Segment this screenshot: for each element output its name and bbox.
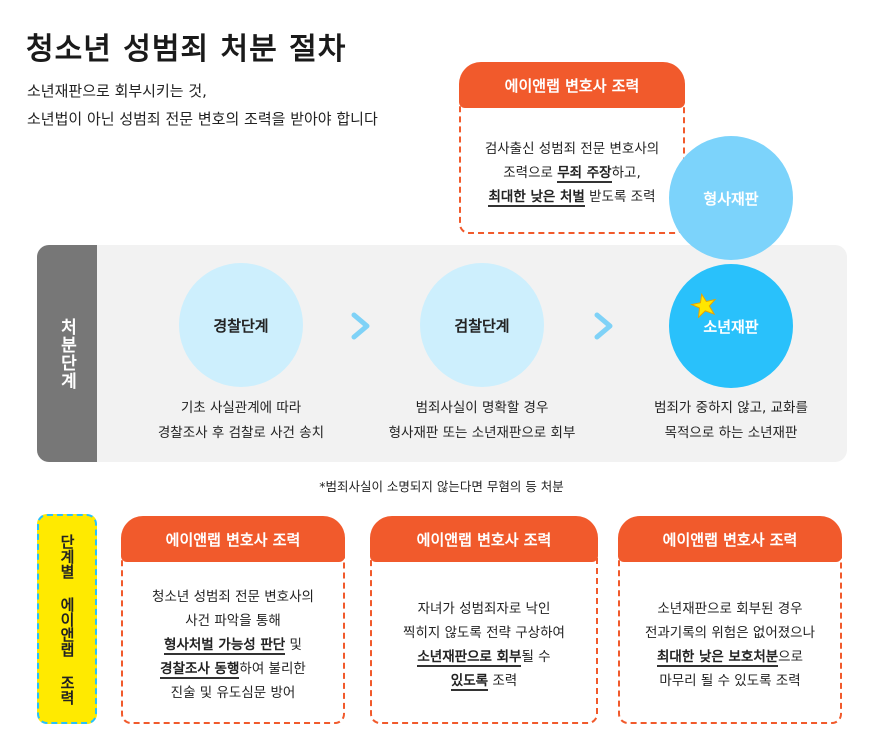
stage-juvenile-desc: 범죄가 중하지 않고, 교화를 목적으로 하는 소년재판 [611, 396, 851, 446]
stage-prosecution-desc-line: 형사재판 또는 소년재판으로 회부 [388, 425, 576, 441]
card-text: 으로 [778, 649, 804, 665]
card-emphasis: 무죄 주장 [557, 165, 612, 183]
criminal-trial-circle: 형사재판 [669, 136, 793, 260]
card-line: 있도록 조력 [450, 669, 518, 693]
card-text: 청소년 성범죄 전문 변호사의 [152, 589, 314, 605]
card-line: 소년재판으로 회부된 경우 [657, 597, 802, 621]
stage-police-name: 경찰단계 [213, 316, 269, 335]
card-line: 사건 파악을 통해 [185, 609, 281, 633]
process-label-text: 처분단계 [56, 317, 77, 390]
card-text: 조력 [488, 673, 518, 689]
card-text: 소년재판으로 회부된 경우 [657, 601, 803, 617]
card-line: 경찰조사 동행하여 불리한 [160, 657, 306, 681]
stage-prosecution-desc-line: 범죄사실이 명확할 경우 [415, 400, 549, 416]
card-line: 조력으로 무죄 주장하고, [503, 161, 641, 185]
top-help-card-heading: 에이앤랩 변호사 조력 [459, 62, 685, 108]
card-line: 자녀가 성범죄자로 낙인 [418, 597, 551, 621]
card-emphasis: 경찰조사 동행 [160, 661, 240, 679]
card-text: 될 수 [521, 649, 551, 665]
criminal-trial-name: 형사재판 [703, 189, 759, 208]
card-text: 자녀가 성범죄자로 낙인 [417, 601, 551, 617]
stage-juvenile-desc-line: 범죄가 중하지 않고, 교화를 [654, 400, 808, 416]
card-line: 최대한 낮은 보호처분으로 [656, 645, 804, 669]
stage-police-desc: 기초 사실관계에 따라 경찰조사 후 검찰로 사건 송치 [121, 396, 361, 446]
card-text: 및 [285, 637, 302, 653]
stage-prosecution-circle: 검찰단계 [420, 263, 544, 387]
card-text: 조력으로 [503, 165, 558, 181]
card-emphasis: 최대한 낮은 보호처분 [656, 649, 779, 667]
stage-help-label: 단계별 에이앤랩 조력 [37, 514, 97, 724]
footnote: *범죄사실이 소명되지 않는다면 무혐의 등 처분 [319, 479, 564, 494]
stage-police-circle: 경찰단계 [179, 263, 303, 387]
card-text: 마무리 될 수 있도록 조력 [659, 673, 801, 689]
chevron-right-icon [351, 312, 370, 340]
card-text: 하고, [611, 165, 641, 181]
subtitle-line-1: 소년재판으로 회부시키는 것, [27, 82, 207, 100]
card-emphasis: 최대한 낮은 처벌 [488, 189, 585, 207]
help-card-heading: 에이앤랩 변호사 조력 [618, 516, 842, 562]
card-text: 찍히지 않도록 전략 구상하여 [403, 625, 565, 641]
stage-juvenile-name: 소년재판 [703, 317, 759, 336]
card-line: 소년재판으로 회부될 수 [417, 645, 551, 669]
card-text: 하여 불리한 [239, 661, 306, 677]
stage-police-desc-line: 경찰조사 후 검찰로 사건 송치 [157, 425, 325, 441]
help-card-heading: 에이앤랩 변호사 조력 [121, 516, 345, 562]
card-emphasis: 형사처벌 가능성 판단 [164, 637, 286, 655]
card-emphasis: 소년재판으로 회부 [417, 649, 522, 667]
help-card-heading: 에이앤랩 변호사 조력 [370, 516, 598, 562]
stage-prosecution-desc: 범죄사실이 명확할 경우 형사재판 또는 소년재판으로 회부 [362, 396, 602, 446]
card-line: 청소년 성범죄 전문 변호사의 [152, 585, 314, 609]
card-line: 진술 및 유도심문 방어 [171, 681, 296, 705]
stage-juvenile-desc-line: 목적으로 하는 소년재판 [664, 425, 798, 441]
card-line: 최대한 낮은 처벌 받도록 조력 [488, 185, 656, 209]
subtitle-line-2: 소년법이 아닌 성범죄 전문 변호의 조력을 받아야 합니다 [27, 110, 378, 128]
card-text: 사건 파악을 통해 [185, 613, 281, 629]
card-line: 형사처벌 가능성 판단 및 [164, 633, 302, 657]
stage-police-desc-line: 기초 사실관계에 따라 [180, 400, 302, 416]
chevron-right-icon [594, 312, 613, 340]
card-line: 전과기록의 위험은 없어졌으나 [645, 621, 815, 645]
stage-prosecution-name: 검찰단계 [454, 316, 510, 335]
star-icon [690, 292, 717, 318]
stage-help-label-text: 단계별 에이앤랩 조력 [58, 533, 76, 705]
process-label: 처분단계 [37, 245, 97, 462]
stage-juvenile-circle: 소년재판 [669, 264, 793, 388]
card-text: 진술 및 유도심문 방어 [170, 685, 296, 701]
card-text: 전과기록의 위험은 없어졌으나 [644, 625, 816, 641]
card-line: 검사출신 성범죄 전문 변호사의 [485, 137, 659, 161]
card-line: 찍히지 않도록 전략 구상하여 [403, 621, 565, 645]
page-title: 청소년 성범죄 처분 절차 [26, 32, 347, 67]
card-text: 받도록 조력 [584, 189, 656, 205]
card-emphasis: 있도록 [450, 673, 489, 691]
card-text: 검사출신 성범죄 전문 변호사의 [484, 141, 660, 157]
card-line: 마무리 될 수 있도록 조력 [659, 669, 800, 693]
